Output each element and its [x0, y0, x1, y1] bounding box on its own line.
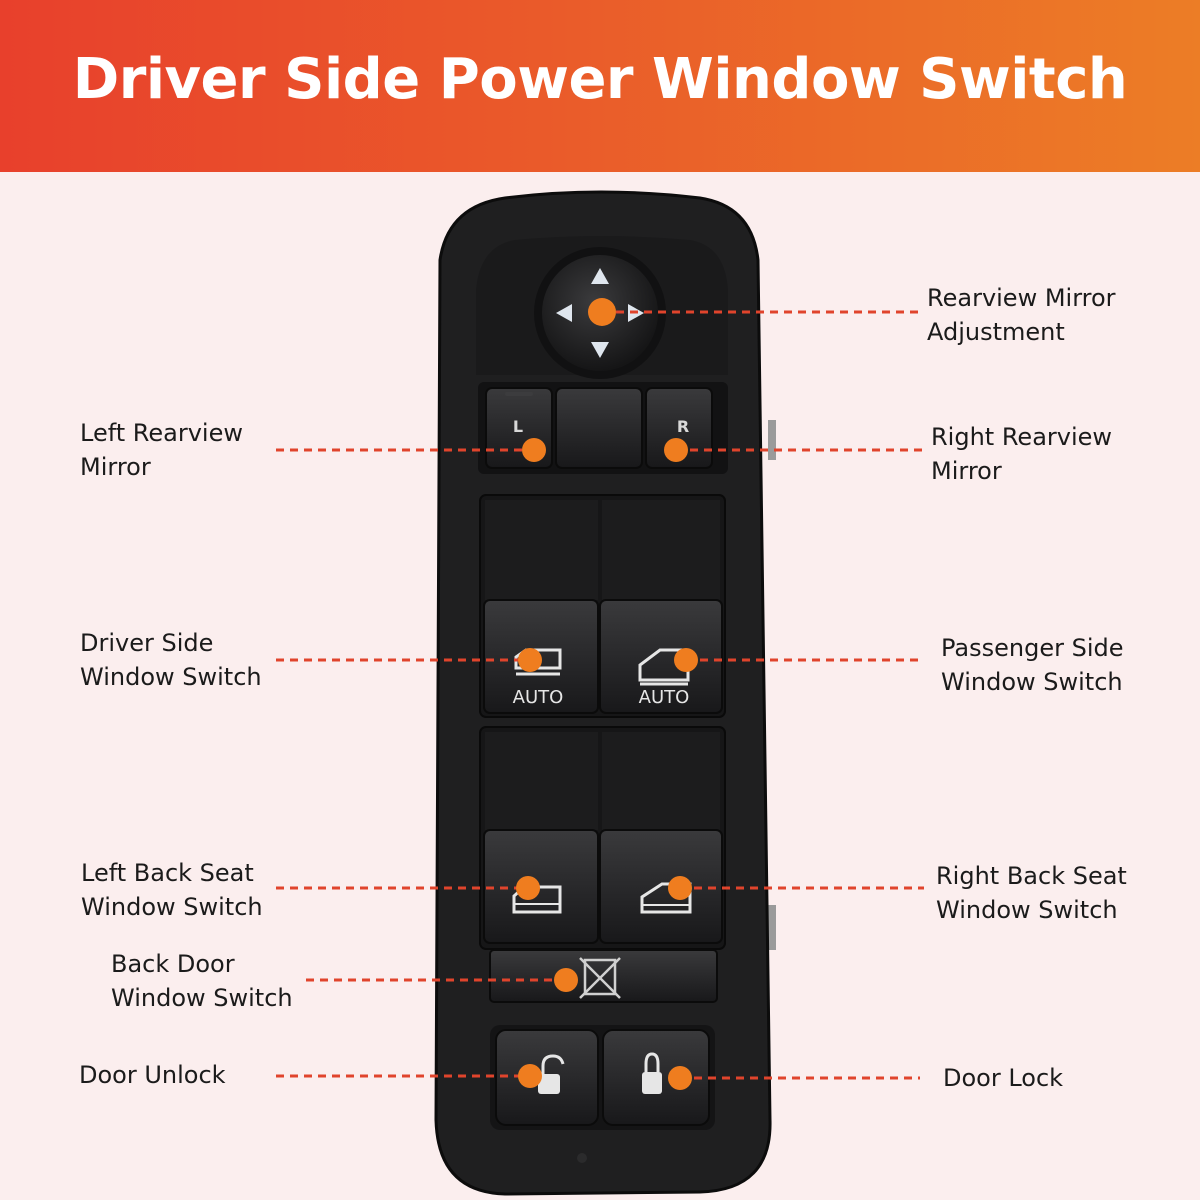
mounting-screw: [577, 1153, 587, 1163]
window-icon: [638, 648, 690, 686]
marker-driver-window: [518, 648, 542, 672]
leader-lines: [276, 310, 928, 1080]
callout-passenger-side-window-switch: Passenger Side Window Switch: [941, 634, 1124, 696]
window-lockout-icon: [579, 957, 621, 999]
auto-label: AUTO: [513, 687, 564, 708]
callout-door-lock: Door Lock: [943, 1064, 1064, 1092]
back-door-window-lockout-switch[interactable]: [489, 949, 718, 1003]
passenger-window-switch[interactable]: AUTO: [599, 599, 723, 714]
right-mirror-button[interactable]: R: [645, 387, 713, 469]
window-icon: [512, 885, 562, 914]
marker-back-door-window: [554, 968, 578, 992]
callout-right-back-seat-window-switch: Right Back Seat Window Switch: [936, 862, 1127, 924]
marker-left-back-window: [516, 876, 540, 900]
marker-door-unlock: [518, 1064, 542, 1088]
door-unlock-button[interactable]: [495, 1029, 599, 1126]
callout-back-door-window-switch: Back Door Window Switch: [111, 950, 293, 1012]
marker-right-back-window: [668, 876, 692, 900]
side-tab: [768, 420, 776, 460]
callout-driver-side-window-switch: Driver Side Window Switch: [80, 629, 262, 691]
marker-right-mirror: [664, 438, 688, 462]
marker-mirror-adjust: [588, 298, 616, 326]
arrow-left-icon: [556, 304, 572, 322]
page-title: Driver Side Power Window Switch: [72, 47, 1128, 112]
arrow-down-icon: [591, 342, 609, 358]
right-mirror-letter: R: [677, 417, 689, 436]
marker-left-mirror: [522, 438, 546, 462]
callout-mirror-adjustment: Rearview Mirror Adjustment: [927, 284, 1116, 346]
callout-markers: [516, 298, 698, 1090]
callout-right-rearview-mirror: Right Rearview Mirror: [931, 423, 1113, 485]
callout-door-unlock: Door Unlock: [79, 1061, 226, 1089]
unlock-icon: [538, 1054, 565, 1094]
marker-door-lock: [668, 1066, 692, 1090]
right-back-window-switch[interactable]: [599, 829, 723, 944]
title-banner: Driver Side Power Window Switch: [0, 0, 1200, 172]
side-tab: [768, 905, 776, 950]
door-lock-button[interactable]: [602, 1029, 710, 1126]
callout-left-rearview-mirror: Left Rearview Mirror: [80, 419, 243, 481]
left-back-window-switch[interactable]: [483, 829, 599, 944]
auto-label: AUTO: [639, 687, 690, 708]
mirror-center-button[interactable]: [555, 387, 643, 469]
callout-left-back-seat-window-switch: Left Back Seat Window Switch: [81, 859, 263, 921]
left-mirror-letter: L: [513, 417, 523, 436]
lock-icon: [642, 1052, 662, 1094]
arrow-up-icon: [591, 268, 609, 284]
marker-passenger-window: [674, 648, 698, 672]
